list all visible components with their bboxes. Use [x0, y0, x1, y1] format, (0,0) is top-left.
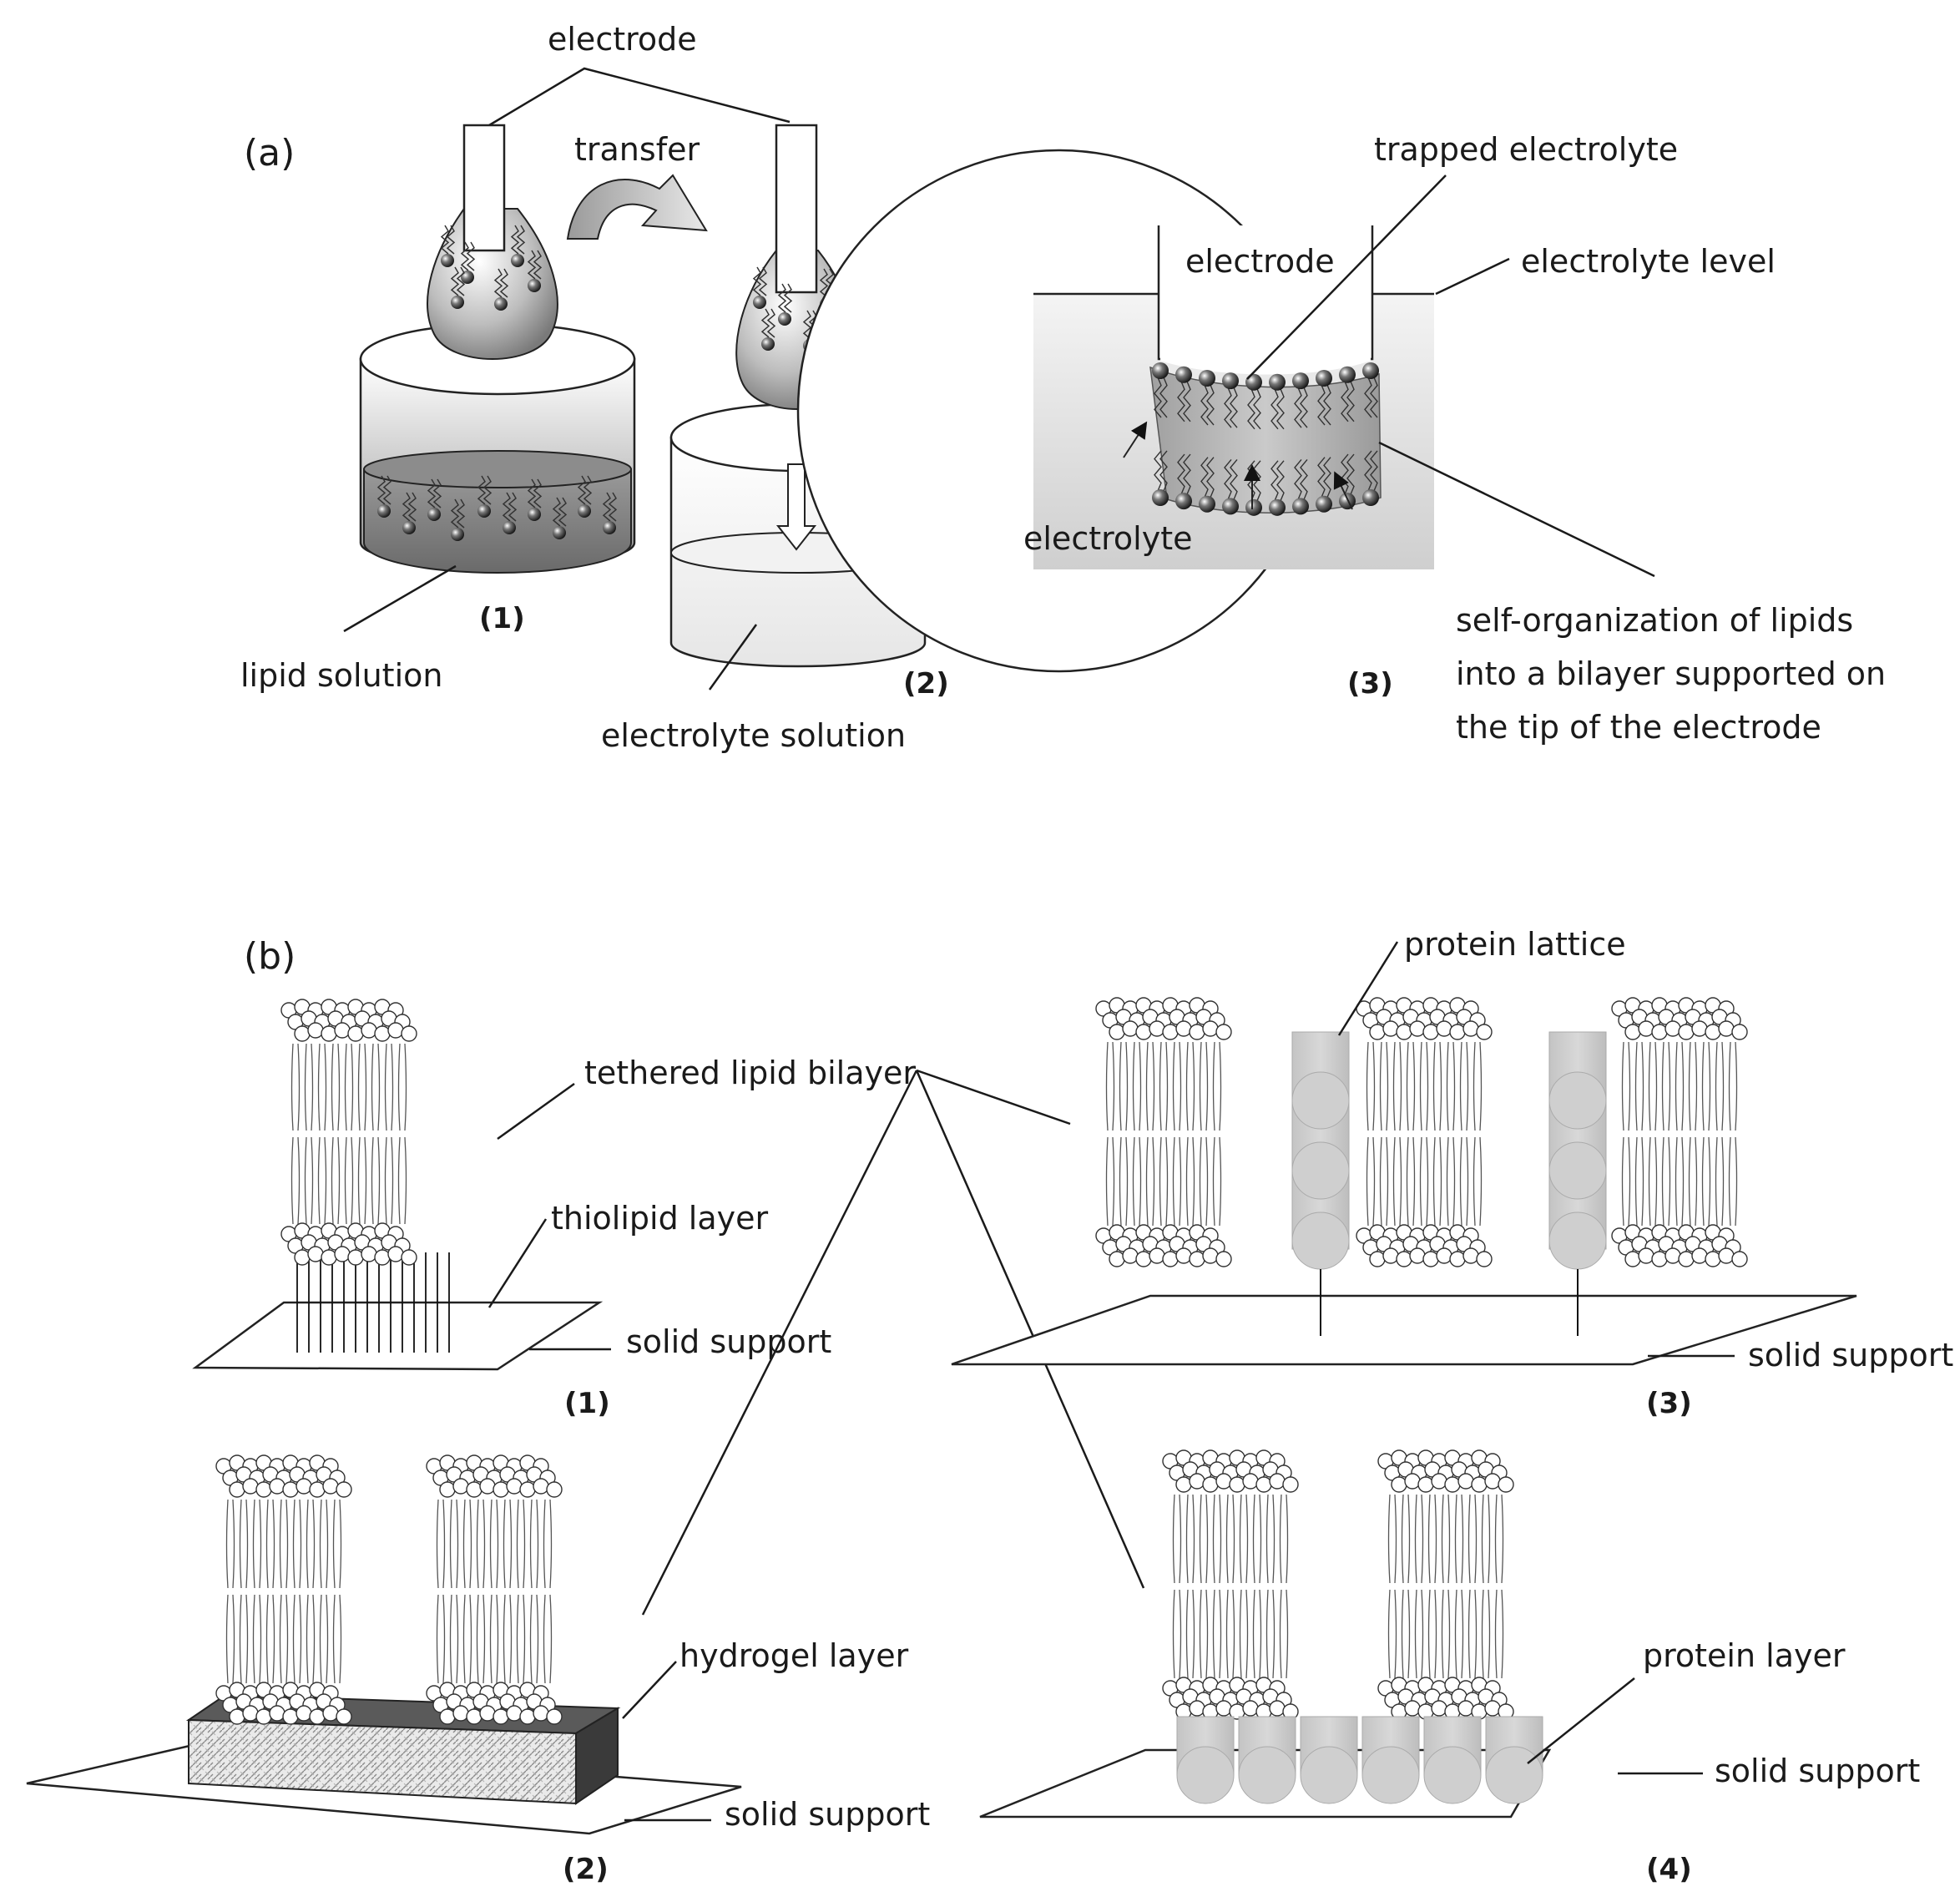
- protein-lattice-bilayer-3: [951, 997, 1857, 1366]
- step-a1: (1): [479, 602, 525, 635]
- protein-layer-bilayer-4: [979, 1449, 1552, 1819]
- bilayer-4: [1162, 1449, 1514, 1720]
- self-org-line-3: the tip of the electrode: [1456, 709, 1821, 746]
- lipid-beaker: [359, 322, 636, 574]
- self-org-leader: [1378, 441, 1655, 578]
- lipid-solution-leader: [343, 564, 457, 633]
- trapped-electrolyte-label: trapped electrolyte: [1374, 131, 1678, 168]
- transfer-arrow-icon: [566, 174, 708, 240]
- self-org-line-1: self-organization of lipids: [1456, 602, 1853, 639]
- protein-lattice-columns: [1291, 1031, 1607, 1336]
- panel-b: (b) tethered lipid bilayer thiolipid lay…: [26, 926, 1953, 1886]
- droplet-lipids: [440, 225, 543, 311]
- lipid-molecules: [376, 475, 618, 541]
- step-b3: (3): [1646, 1387, 1692, 1420]
- trapped-electrolyte-leader: [1246, 175, 1447, 380]
- inset-lipid-molecules: [1152, 362, 1379, 516]
- solid-support-3-label: solid support: [1748, 1337, 1953, 1373]
- electrode-leader: [488, 67, 791, 127]
- protein-layer-leader: [1527, 1677, 1635, 1764]
- electrode-with-lipid-droplet: [427, 124, 558, 360]
- electrode-label: electrode: [548, 21, 697, 58]
- solid-support-4-label: solid support: [1715, 1753, 1920, 1789]
- electrolyte-level-leader: [1435, 257, 1510, 296]
- electrolyte-label: electrolyte: [1023, 520, 1192, 557]
- protein-lattice-leader: [1337, 941, 1399, 1036]
- dipping-arrow-icon: [775, 463, 817, 551]
- electrode-inset-label: electrode: [1185, 243, 1335, 280]
- electrolyte-solution-label: electrolyte solution: [601, 717, 906, 754]
- tethered-leader-4: [915, 1070, 1145, 1589]
- protein-layer-label: protein layer: [1643, 1637, 1846, 1674]
- solid-support-2-label: solid support: [725, 1796, 930, 1833]
- protein-lattice-label: protein lattice: [1404, 926, 1626, 963]
- thiolipid-leader: [487, 1218, 548, 1308]
- step-a2: (2): [903, 667, 949, 701]
- bilayer-2: [215, 1454, 563, 1725]
- electrolyte-level-label: electrolyte level: [1521, 243, 1776, 280]
- tethered-leader-1: [497, 1082, 575, 1141]
- electrolyte-solution-leader: [708, 624, 758, 690]
- tethered-leader-2: [641, 1070, 918, 1616]
- solid-support-1-label: solid support: [626, 1323, 831, 1360]
- step-a3: (3): [1347, 667, 1393, 701]
- tethered-bilayer-1: [192, 999, 604, 1371]
- step-b2: (2): [563, 1853, 609, 1886]
- thiolipid-layer-label: thiolipid layer: [551, 1200, 768, 1237]
- tethered-lipid-bilayer-label: tethered lipid bilayer: [584, 1055, 916, 1091]
- hydrogel-leader: [622, 1661, 677, 1719]
- protein-layer-columns: [1176, 1716, 1543, 1804]
- panel-a: (a) electrode transfer: [240, 21, 1886, 754]
- transfer-label: transfer: [574, 131, 700, 168]
- lipid-solution-label: lipid solution: [240, 657, 442, 694]
- bilayer-1: [280, 999, 417, 1266]
- hydrogel-layer-label: hydrogel layer: [679, 1637, 909, 1674]
- step-b4: (4): [1646, 1853, 1692, 1886]
- panel-b-tag: (b): [244, 935, 296, 978]
- step-b1: (1): [564, 1387, 610, 1420]
- bilayer-inset: [796, 149, 1434, 673]
- panel-a-tag: (a): [244, 132, 295, 175]
- bilayer-3: [1095, 997, 1748, 1267]
- self-org-line-2: into a bilayer supported on: [1456, 655, 1886, 692]
- hydrogel-bilayer-2: [26, 1454, 742, 1835]
- tethered-leader-3: [916, 1069, 1071, 1126]
- thiolipid-tethers: [296, 1252, 450, 1353]
